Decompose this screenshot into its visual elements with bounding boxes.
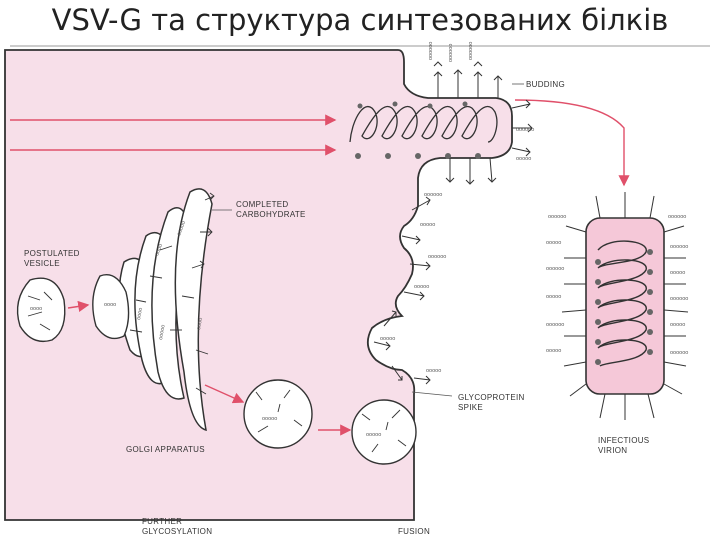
- svg-text:ooooo: ooooo: [262, 416, 277, 422]
- postulated-vesicle: [16, 277, 66, 343]
- golgi-spikes: [129, 192, 215, 395]
- svg-text:ooooo: ooooo: [380, 336, 395, 342]
- transport-arrows: [10, 99, 630, 436]
- postulated-vesicle-contents: [27, 291, 53, 331]
- nucleocapsid-coil-virion: [597, 240, 647, 367]
- label-postulated: POSTULATED: [24, 249, 80, 258]
- svg-text:oooo: oooo: [154, 243, 164, 257]
- svg-text:ooooo: ooooo: [546, 348, 561, 354]
- svg-text:ooooo: ooooo: [414, 284, 429, 290]
- svg-text:oooooo: oooooo: [546, 322, 564, 328]
- golgi-cisterna-4: [174, 188, 213, 432]
- golgi-apparatus: [118, 188, 213, 432]
- secretory-vesicle-spikes: [255, 389, 407, 453]
- svg-text:oooooo: oooooo: [670, 244, 688, 250]
- secretory-vesicle-1: [243, 379, 313, 449]
- membrane-spikes: [373, 196, 431, 385]
- label-further: FURTHER: [142, 517, 182, 526]
- svg-text:oooo: oooo: [196, 317, 204, 330]
- svg-text:oooooo: oooooo: [428, 254, 446, 260]
- svg-text:oooooo: oooooo: [668, 214, 686, 220]
- virion-protein-dots: [595, 249, 653, 365]
- svg-text:ooooo: ooooo: [176, 220, 187, 236]
- label-spike: SPIKE: [458, 403, 483, 412]
- label-budding: BUDDING: [526, 80, 565, 89]
- label-leaders: [212, 83, 524, 397]
- protein-dots-budding: [355, 101, 481, 159]
- transport-vesicle-1: [92, 274, 130, 340]
- label-glycoprotein: GLYCOPROTEIN: [458, 393, 525, 402]
- svg-text:oooooo: oooooo: [424, 192, 442, 198]
- label-fusion: FUSION: [398, 527, 430, 536]
- membrane-carbohydrate-chains: oooooo ooooo oooooo ooooo ooooo ooooo: [380, 192, 446, 374]
- label-glycosylation: GLYCOSYLATION: [142, 527, 212, 536]
- svg-text:oooooo: oooooo: [468, 42, 474, 60]
- svg-text:oooooo: oooooo: [428, 42, 434, 60]
- svg-text:ooooo: ooooo: [366, 432, 381, 438]
- label-virion: VIRION: [598, 446, 627, 455]
- golgi-carbohydrate-chains: oooo ooooo oooo ooooo oooo: [136, 220, 204, 340]
- svg-text:ooooo: ooooo: [670, 322, 685, 328]
- svg-text:ooooo: ooooo: [420, 222, 435, 228]
- postulated-vesicle-chain: oooo: [30, 306, 42, 312]
- label-golgi-apparatus: GOLGI APPARATUS: [126, 445, 205, 454]
- virion-spikes: [561, 192, 689, 420]
- arrow-budding-to-virion: [514, 99, 630, 187]
- svg-text:oooo: oooo: [136, 307, 144, 320]
- svg-text:ooooo: ooooo: [546, 294, 561, 300]
- svg-text:oooooo: oooooo: [670, 296, 688, 302]
- svg-text:oooooo: oooooo: [670, 350, 688, 356]
- virion-envelope: [585, 217, 665, 395]
- label-carbohydrate: CARBOHYDRATE: [236, 210, 306, 219]
- secretory-vesicle-chains: ooooo ooooo: [262, 416, 381, 438]
- label-completed: COMPLETED: [236, 200, 289, 209]
- slide-title: VSV-G та структура синтезованих білків: [51, 3, 669, 37]
- arrow-vesicle-to-golgi: [67, 300, 90, 312]
- budding-carbohydrate-chains: oooooo oooooo oooooo oooooo ooooo: [428, 42, 534, 162]
- transport-vesicle-1-chain: oooo: [104, 302, 116, 308]
- svg-text:ooooo: ooooo: [670, 270, 685, 276]
- svg-text:oooooo: oooooo: [548, 214, 566, 220]
- secretory-vesicle-2: [351, 399, 417, 465]
- arrow-golgi-to-vesicle: [204, 384, 245, 404]
- svg-text:oooooo: oooooo: [546, 266, 564, 272]
- budding-spikes: [433, 61, 533, 185]
- nucleocapsid-coil-budding: [349, 105, 498, 143]
- svg-text:ooooo: ooooo: [158, 324, 167, 340]
- label-infectious: INFECTIOUS: [598, 436, 649, 445]
- svg-text:oooooo: oooooo: [448, 44, 454, 62]
- svg-text:ooooo: ooooo: [546, 240, 561, 246]
- svg-text:ooooo: ooooo: [516, 156, 531, 162]
- label-vesicle: VESICLE: [24, 259, 60, 268]
- svg-text:ooooo: ooooo: [426, 368, 441, 374]
- svg-text:oooooo: oooooo: [516, 127, 534, 133]
